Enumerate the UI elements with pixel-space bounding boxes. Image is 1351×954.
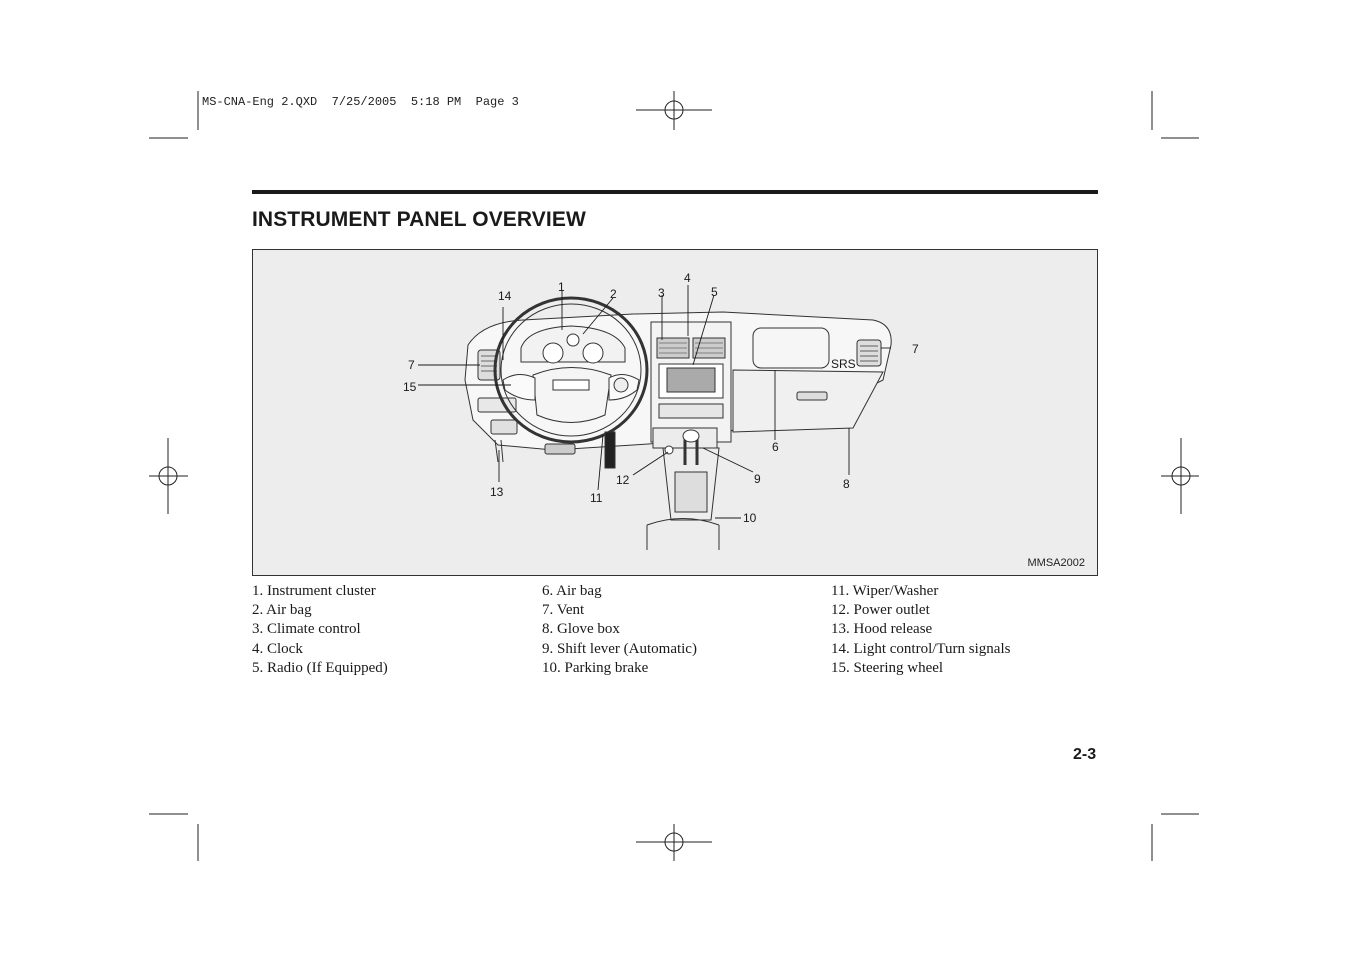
legend-column-3: 11. Wiper/Washer 12. Power outlet 13. Ho… — [831, 582, 1010, 678]
page-number: 2-3 — [1073, 746, 1097, 763]
callout-4: 4 — [684, 271, 691, 285]
page-title: INSTRUMENT PANEL OVERVIEW — [252, 208, 586, 231]
callout-9: 9 — [754, 472, 761, 486]
callout-6: 6 — [772, 440, 779, 454]
callout-14: 14 — [498, 289, 512, 303]
legend-item: 14. Light control/Turn signals — [831, 640, 1011, 657]
callout-1: 1 — [558, 280, 565, 294]
callout-10: 10 — [743, 511, 757, 525]
figure-code: MMSA2002 — [1027, 557, 1085, 569]
callout-3: 3 — [658, 286, 665, 300]
legend-column-1: 1. Instrument cluster 2. Air bag 3. Clim… — [252, 582, 388, 678]
callout-5: 5 — [711, 285, 718, 299]
print-slug: MS-CNA-Eng 2.QXD 7/25/2005 5:18 PM Page … — [202, 95, 519, 109]
legend-item: 8. Glove box — [542, 621, 620, 638]
legend-item: 10. Parking brake — [542, 659, 649, 676]
callout-8: 8 — [843, 477, 850, 491]
legend-item: 3. Climate control — [252, 621, 361, 638]
legend-item: 6. Air bag — [542, 583, 602, 599]
callout-12: 12 — [616, 473, 630, 487]
header-rule — [252, 190, 1098, 194]
legend-item: 12. Power outlet — [831, 602, 930, 619]
callout-7-left: 7 — [408, 358, 415, 372]
legend-item: 4. Clock — [252, 640, 303, 657]
callout-13: 13 — [490, 485, 504, 499]
callout-7-right: 7 — [912, 342, 919, 356]
instrument-panel-figure: SRS 1 2 3 4 5 6 7 7 8 9 — [252, 249, 1098, 576]
callout-15: 15 — [403, 380, 417, 394]
legend-item: 1. Instrument cluster — [252, 583, 376, 599]
legend-item: 2. Air bag — [252, 602, 312, 619]
legend-item: 9. Shift lever (Automatic) — [542, 640, 697, 657]
legend-column-2: 6. Air bag 7. Vent 8. Glove box 9. Shift… — [542, 582, 697, 678]
legend-item: 5. Radio (If Equipped) — [252, 659, 388, 676]
srs-label: SRS — [831, 357, 856, 371]
legend-item: 11. Wiper/Washer — [831, 583, 939, 599]
legend-item: 13. Hood release — [831, 621, 933, 638]
legend-item: 15. Steering wheel — [831, 659, 944, 676]
callout-2: 2 — [610, 287, 617, 301]
legend-item: 7. Vent — [542, 602, 585, 619]
callout-11: 11 — [590, 491, 603, 505]
dashboard-illustration: SRS 1 2 3 4 5 6 7 7 8 9 — [403, 271, 919, 550]
